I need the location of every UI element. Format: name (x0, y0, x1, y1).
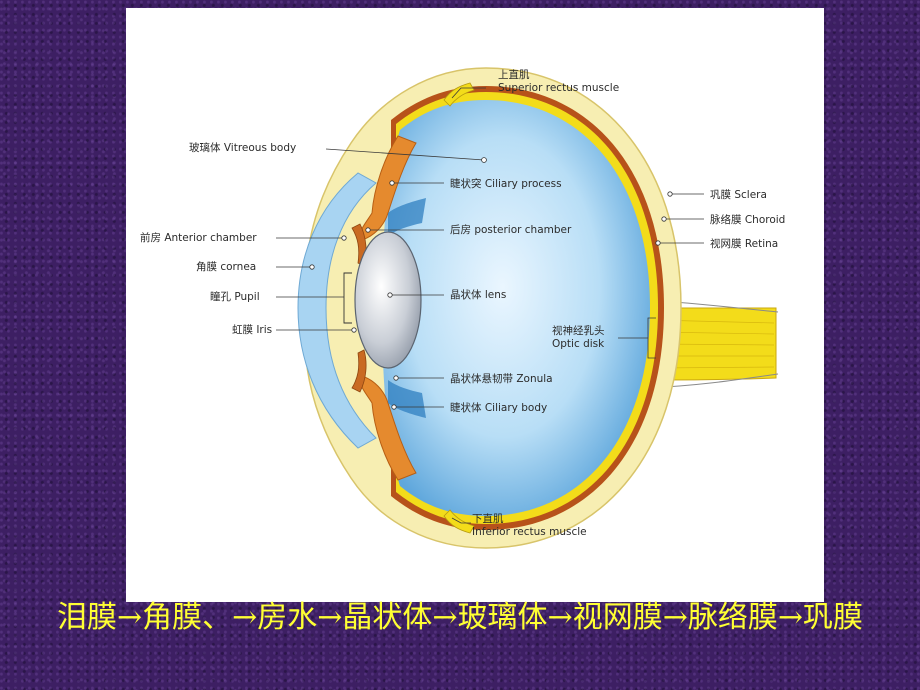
superior-rectus-zh-label: 上直肌 (498, 68, 530, 81)
eye-cross-section-diagram: 上直肌 Superior rectus muscle 玻璃体 Vitreous … (140, 67, 785, 549)
posterior-chamber-upper (388, 198, 426, 236)
caption-text-container: 泪膜→角膜、→房水→晶状体→玻璃体→视网膜→脉络膜→巩膜 (0, 596, 920, 640)
pupil-bracket (343, 272, 352, 324)
cornea-label: 角膜 cornea (196, 261, 256, 273)
choroid-label: 脉络膜 Choroid (710, 213, 785, 226)
pupil-label: 瞳孔 Pupil (210, 290, 260, 303)
retina-pointer (655, 240, 661, 246)
ciliary-body-pointer (391, 404, 397, 410)
inferior-rectus-en-label: Inferior rectus muscle (472, 526, 587, 538)
lens-label: 晶状体 lens (450, 288, 506, 301)
cornea-pointer (309, 264, 315, 270)
posterior-chamber-pointer (365, 227, 371, 233)
optic-disk-en-label: Optic disk (552, 338, 605, 350)
vitreous-body-label: 玻璃体 Vitreous body (189, 141, 296, 154)
choroid-pointer (661, 216, 667, 222)
zonula-pointer (393, 375, 399, 381)
lens-pointer (387, 292, 393, 298)
iris-label: 虹膜 Iris (232, 324, 272, 336)
diagram-panel: 上直肌 Superior rectus muscle 玻璃体 Vitreous … (126, 8, 824, 602)
inferior-rectus-zh-label: 下直肌 (472, 512, 504, 525)
anterior-chamber-pointer (341, 235, 347, 241)
cornea-shape (297, 172, 377, 449)
superior-rectus-en-label: Superior rectus muscle (498, 82, 619, 94)
ciliary-body-label: 睫状体 Ciliary body (450, 401, 547, 414)
posterior-chamber-lower (388, 380, 426, 418)
iris-pointer (351, 327, 357, 333)
iris-lower (351, 349, 367, 393)
sclera-pointer (667, 191, 673, 197)
inferior-rectus-leader (451, 517, 471, 524)
sclera-label: 巩膜 Sclera (710, 189, 767, 201)
posterior-chamber-label: 后房 posterior chamber (450, 223, 572, 236)
ciliary-process-pointer (389, 180, 395, 186)
vitreous-leader (325, 148, 485, 161)
vitreous-chamber (382, 100, 650, 516)
anterior-chamber-label: 前房 Anterior chamber (140, 231, 257, 244)
superior-rectus-muscle (443, 82, 475, 107)
optic-disk-zh-label: 视神经乳头 (552, 324, 605, 337)
vitreous-pointer (481, 157, 487, 163)
ciliary-process-label: 睫状突 Ciliary process (450, 177, 562, 190)
caption-text: 泪膜→角膜、→房水→晶状体→玻璃体→视网膜→脉络膜→巩膜 (57, 600, 863, 635)
optic-disk-bracket (618, 317, 656, 359)
superior-rectus-leader (451, 87, 486, 99)
zonula-label: 晶状体悬韧带 Zonula (450, 372, 553, 385)
lens-shape (354, 231, 422, 369)
retina-label: 视网膜 Retina (710, 237, 778, 250)
